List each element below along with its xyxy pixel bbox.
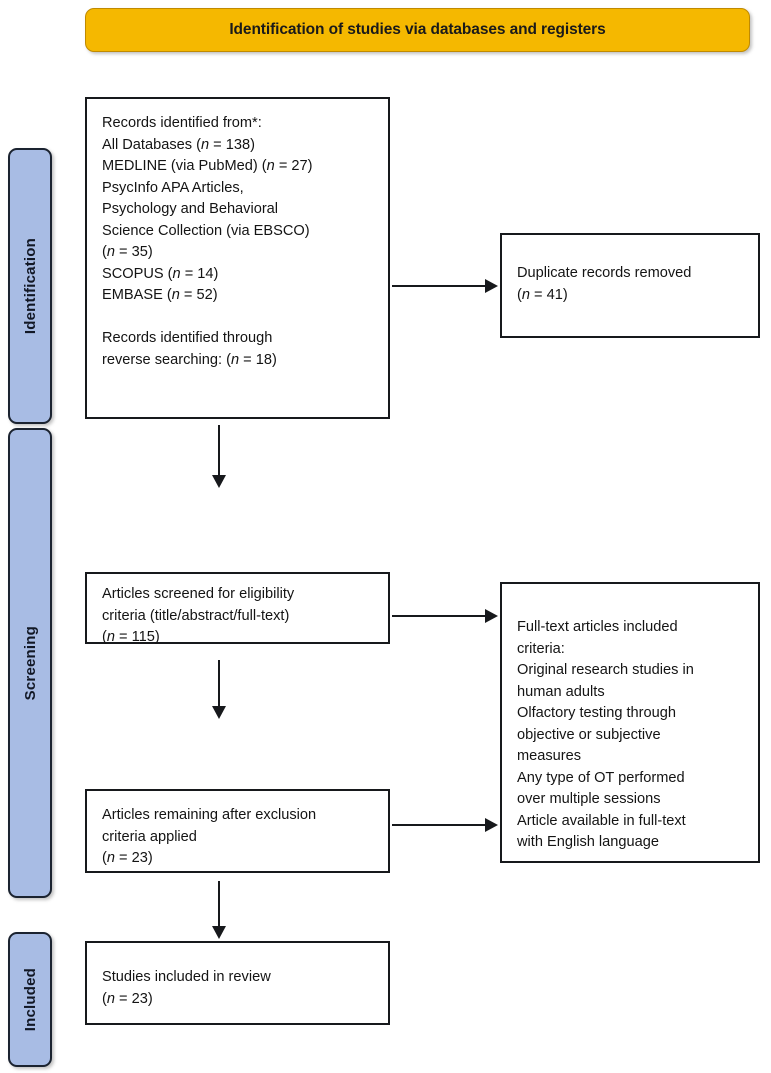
arrow-line — [392, 824, 487, 826]
box-duplicate-records-removed-text: Duplicate records removed (n = 41) — [517, 265, 692, 303]
stage-bar-identification: Identification — [8, 148, 52, 424]
stage-label-screening: Screening — [21, 625, 39, 701]
arrow-line — [218, 881, 220, 928]
arrow-line — [218, 660, 220, 708]
arrow-head — [485, 279, 498, 293]
arrow-line — [392, 615, 487, 617]
box-duplicate-records-removed: Duplicate records removed (n = 41) — [500, 233, 760, 338]
box-articles-remaining: Articles remaining after exclusion crite… — [85, 789, 390, 873]
stage-bar-screening: Screening — [8, 428, 52, 898]
arrow-head — [212, 926, 226, 939]
arrow-head — [485, 818, 498, 832]
box-studies-included-text: Studies included in review (n = 23) — [102, 969, 271, 1007]
stage-label-identification: Identification — [21, 237, 39, 335]
stage-bar-included: Included — [8, 932, 52, 1067]
arrow-head — [485, 609, 498, 623]
arrow-line — [392, 285, 487, 287]
box-articles-screened: Articles screened for eligibility criter… — [85, 572, 390, 645]
header-banner-title: Identification of studies via databases … — [229, 21, 606, 38]
box-full-text-inclusion-criteria: Full-text articles included criteria: Or… — [500, 582, 760, 863]
box-records-identified: Records identified from*: All Databases … — [85, 97, 390, 419]
arrow-head — [212, 706, 226, 719]
box-articles-remaining-text: Articles remaining after exclusion crite… — [102, 807, 317, 866]
header-banner: Identification of studies via databases … — [85, 8, 750, 52]
arrow-head — [212, 475, 226, 488]
arrow-line — [218, 425, 220, 477]
box-articles-screened-text: Articles screened for eligibility criter… — [102, 586, 295, 645]
stage-label-included: Included — [21, 967, 39, 1032]
box-studies-included: Studies included in review (n = 23) — [85, 941, 390, 1025]
box-full-text-inclusion-criteria-text: Full-text articles included criteria: Or… — [517, 619, 694, 850]
box-records-identified-text: Records identified from*: All Databases … — [102, 115, 313, 368]
